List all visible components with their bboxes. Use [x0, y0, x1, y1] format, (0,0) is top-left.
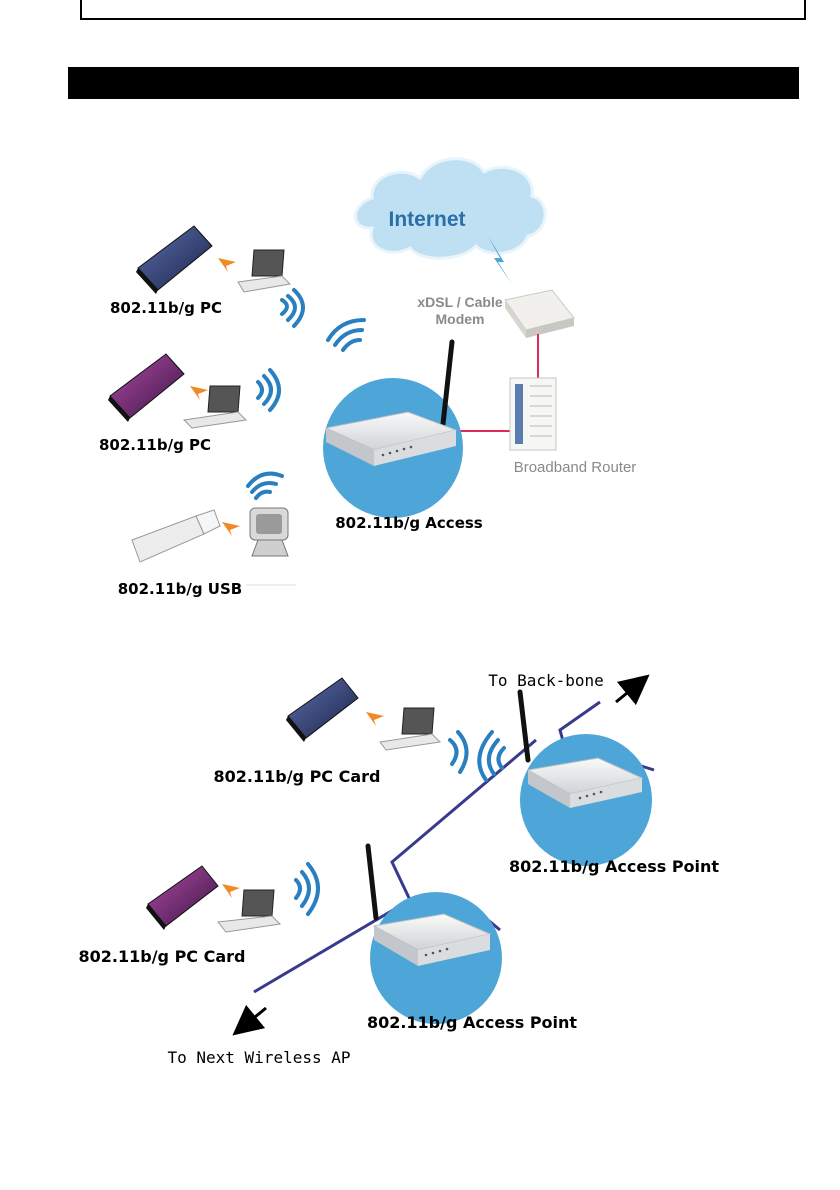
backbone-arrow-icon	[616, 684, 638, 702]
internet-label: Internet	[388, 208, 465, 231]
laptop-icon	[238, 250, 290, 292]
arrow-icon	[222, 884, 240, 898]
desktop-computer-icon	[250, 508, 288, 556]
router-label: Broadband Router	[514, 459, 637, 476]
wifi-signal-icon	[258, 370, 279, 410]
backbone-label: To Back-bone	[488, 671, 604, 690]
ap2-label: 802.11b/g Access Point	[367, 1013, 577, 1032]
pc-card-icon	[286, 678, 358, 742]
arrow-icon	[218, 258, 236, 272]
card2-label: 802.11b/g PC Card	[79, 947, 246, 966]
ap-label: 802.11b/g Access	[335, 514, 483, 532]
laptop-icon	[218, 890, 280, 932]
modem-label-line2: Modem	[436, 311, 485, 327]
usb-adapter-icon	[132, 510, 220, 562]
broadband-router-icon	[510, 378, 556, 450]
pc-card-icon	[108, 354, 184, 422]
wifi-signal-icon	[248, 474, 282, 498]
card1-label: 802.11b/g PC Card	[214, 767, 381, 786]
laptop-icon	[380, 708, 440, 750]
antenna-icon	[368, 846, 376, 918]
arrow-icon	[222, 522, 240, 536]
arrow-icon	[190, 386, 208, 400]
modem-icon	[505, 290, 574, 338]
internet-cloud: Internet	[356, 159, 546, 259]
arrow-icon	[366, 712, 384, 726]
laptop-icon	[184, 386, 246, 428]
pc-card-icon	[146, 866, 218, 930]
pc-card-icon	[136, 226, 212, 294]
next-ap-arrow-icon	[244, 1008, 266, 1026]
next-ap-label: To Next Wireless AP	[167, 1048, 350, 1067]
client1-label: 802.11b/g PC	[110, 299, 222, 317]
wifi-signal-icon	[328, 320, 364, 350]
modem-label-line1: xDSL / Cable	[417, 294, 503, 310]
client2-label: 802.11b/g PC	[99, 436, 211, 454]
client3-label: 802.11b/g USB	[118, 580, 242, 598]
wifi-signal-icon	[282, 290, 303, 326]
wifi-signal-icon	[296, 864, 318, 914]
ap1-label: 802.11b/g Access Point	[509, 857, 719, 876]
